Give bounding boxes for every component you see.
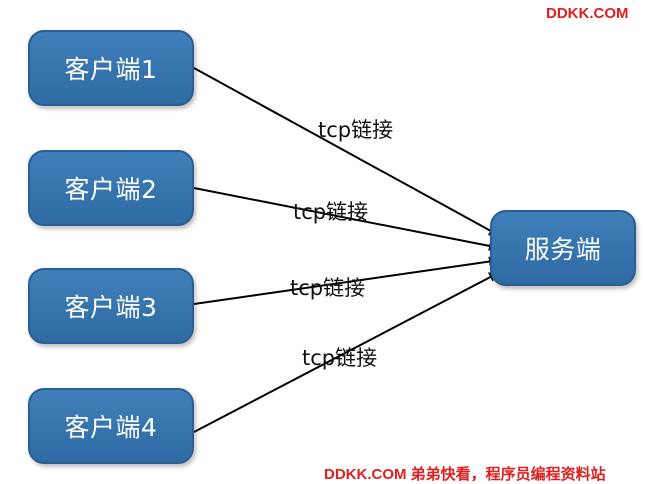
- arrow-client3-to-server: [193, 256, 501, 305]
- arrow-client2-to-server: [193, 187, 501, 251]
- edge-label-2: tcp链接: [293, 200, 369, 224]
- edge-label-3: tcp链接: [290, 276, 366, 300]
- watermark-bottom: DDKK.COM 弟弟快看，程序员编程资料站: [324, 466, 606, 483]
- arrow-client1-to-server: [193, 67, 501, 237]
- client-node-2: 客户端2: [28, 150, 194, 226]
- client-node-1: 客户端1: [28, 30, 194, 106]
- client-node-3: 客户端3: [28, 268, 194, 344]
- edge-label-1: tcp链接: [318, 118, 394, 142]
- server-node: 服务端: [490, 210, 636, 286]
- watermark-top: DDKK.COM: [546, 5, 629, 22]
- edge-label-4: tcp链接: [302, 346, 378, 370]
- arrow-client4-to-server: [193, 271, 501, 433]
- client-node-4: 客户端4: [28, 388, 194, 464]
